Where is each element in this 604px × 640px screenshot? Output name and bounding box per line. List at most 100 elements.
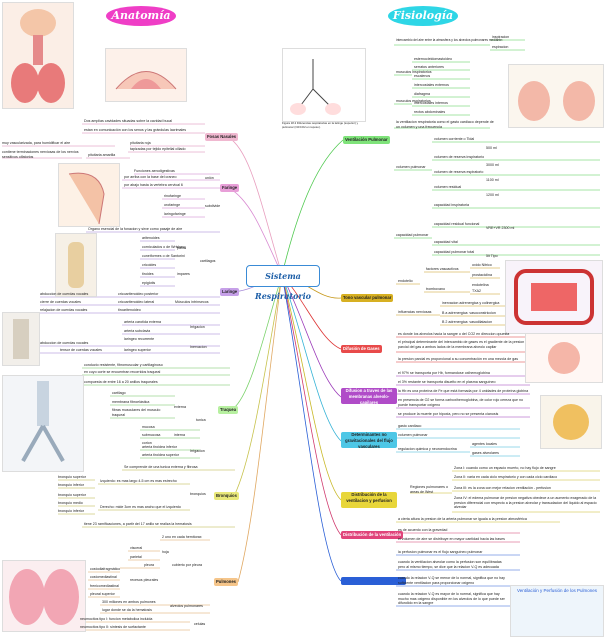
traquea-leaf: fibras musculares del musculo traqueal — [112, 408, 161, 417]
laringe-leaf: cierre de cuerdas vocales — [40, 300, 81, 304]
distribucion-leaf: Regiones pulmonares o areas de West — [410, 485, 448, 494]
node-relacion-vp[interactable]: Relación ventilación perfusión — [341, 577, 406, 585]
ventilacion-leaf: capacidad residual funcional — [434, 222, 480, 226]
faringe-leaf: por abajo hasta la vertebra cervical 6 — [124, 183, 183, 187]
laringe-leaf: aritenoides — [142, 236, 160, 240]
ventilation-perfusion-figure: Ventilación y Perfusión de los Pulmones — [510, 585, 604, 637]
traquea-leaf: arteria tiroidea superior — [142, 453, 179, 457]
node-faringe[interactable]: Faringe — [220, 184, 240, 192]
inspiration-expiration-illustration — [508, 64, 604, 128]
faringe-leaf: unión — [205, 176, 214, 180]
bronquios-leaf: Izquierdo: es mas largo 4-5 cm es mas es… — [100, 479, 177, 483]
bronquios-leaf: Se comprende de una tunica externa y fib… — [124, 465, 198, 469]
difusion-leaf: es donde los alveolos hacia la sangre o … — [398, 332, 510, 336]
respiratory-anatomy-illustration — [2, 2, 74, 109]
ventilacion-leaf: VRE+VR 2300 ml — [486, 226, 515, 230]
pulmones-leaf: lugar donde se da la hematosis — [102, 608, 152, 612]
faringe-leaf: Funciones aerodigestivas — [134, 169, 175, 173]
laringe-leaf: tiroaritenoideo — [118, 308, 141, 312]
determinantes-leaf: regulacion quimica y neuroendocrina — [398, 447, 457, 451]
distribucion-leaf: Zona IV: el edema pulmonar de presion ne… — [454, 496, 597, 509]
laringe-leaf: Irrigacion — [190, 325, 205, 329]
determinantes-leaf: gases alveolares — [472, 451, 499, 455]
node-fosas-nasales[interactable]: Fosas Nasales — [205, 133, 239, 141]
laringe-leaf: cricoaritenoideo posterior — [118, 292, 159, 296]
laringe-leaf: laringeo superior — [124, 348, 151, 352]
relacion-leaf: cuando la ventilacion alveolar como la p… — [398, 560, 502, 569]
ventilacion-leaf: capacidad pulmonar total — [434, 250, 475, 254]
traquea-leaf: cartilago — [112, 391, 126, 395]
ventilacion-leaf: 5lt Tipo — [486, 254, 498, 258]
laringe-leaf: abduccion de cuerdas vocales — [40, 292, 89, 296]
node-ventilacion-pulmonar[interactable]: Ventilación Pulmonar — [343, 136, 390, 144]
distribucion-leaf: Zona I: cuando como un espacio muerto, n… — [454, 466, 556, 470]
fosas-leaf: pituitaria amarilla — [88, 153, 116, 157]
nasal-cavity-illustration — [105, 48, 187, 102]
larynx-section-illustration — [2, 312, 40, 366]
figure-caption: Figura 18.2 Diferencias respiratorias en… — [282, 121, 359, 129]
laringe-leaf: cuneiformes o de Santorini — [142, 254, 185, 258]
ventilacion-leaf: 1200 ml — [486, 193, 499, 197]
laringe-leaf: tiroides — [142, 272, 154, 276]
traquea-leaf: mucosa — [142, 425, 155, 429]
node-laringe[interactable]: Laringe — [220, 288, 240, 296]
fosas-leaf: pituitaria roja — [130, 141, 151, 145]
laringe-leaf: cartilagos — [200, 259, 216, 263]
traquea-leaf: externa — [174, 405, 186, 409]
pulmones-leaf: neumocitos tipo I: funcion metabolica in… — [80, 617, 153, 621]
tono-leaf: inervacion adrenergica y colinergica — [442, 301, 500, 305]
ventilacion-leaf: inspiracion — [492, 35, 510, 39]
ventilacion-leaf: espiracion — [492, 45, 509, 49]
fosas-leaf: contiene terminaciones nerviosas de los … — [2, 150, 79, 159]
bronquios-leaf: bronquio inferior — [58, 483, 84, 487]
pulmones-leaf: parietal — [130, 555, 142, 559]
node-determinantes[interactable]: Determinantes no gravitacionales del flu… — [341, 432, 397, 449]
laringe-leaf: Inervacion — [190, 345, 207, 349]
faringe-leaf: laringofaringe — [164, 212, 186, 216]
node-difusion-membranas[interactable]: Difusion a traves de las membranas alveo… — [341, 388, 397, 405]
laringe-leaf: tensor de cuerdas vocales — [60, 348, 102, 352]
laringe-leaf: epiglotis — [142, 281, 156, 285]
transporte-leaf: en presencia de O2 se forma carboxihemog… — [398, 398, 524, 407]
laringe-leaf: cricoides — [142, 263, 157, 267]
fosas-leaf: estan en comunicación con los senos y la… — [84, 128, 187, 132]
determinantes-leaf: gasto cardiaco — [398, 424, 422, 428]
pulmones-leaf: pleura — [144, 563, 154, 567]
distribucion-leaf: Zona II: varia en cada ciclo respiratori… — [454, 475, 558, 479]
faringe-leaf: por arriba con la base del craneo — [124, 175, 177, 179]
central-topic[interactable]: Sistema Respiratorio — [246, 265, 320, 301]
ventilacion-leaf: capacidad inspiratoria — [434, 203, 469, 207]
node-distribucion-ventilacion[interactable]: Distribución de la ventilación — [341, 531, 404, 539]
distribucion-leaf: Zona III: es la zona con mejor relacion … — [454, 486, 551, 490]
node-distribucion-vp[interactable]: Distribución de la ventilacion y perfusi… — [341, 492, 397, 508]
tono-leaf: B 2 adrenergica: vasodilatacion — [442, 320, 493, 324]
transporte-leaf: la Hb es una proteína de Fe que está for… — [398, 389, 529, 393]
traquea-leaf: membrana fibroelástica — [112, 400, 150, 404]
ventilacion-leaf: diafragma — [414, 92, 430, 96]
tono-leaf: influencias nerviosas — [398, 310, 432, 314]
node-bronquios[interactable]: Bronquios — [214, 492, 239, 500]
ventilacion-leaf: serratos anteriores — [414, 65, 444, 69]
bronquios-leaf: bronquio superior — [58, 493, 86, 497]
traquea-leaf: corion — [142, 441, 152, 445]
tono-leaf: prostaciclina — [472, 273, 492, 277]
ventilacion-leaf: 1100 ml — [486, 178, 499, 182]
node-pulmones[interactable]: Pulmones — [214, 578, 239, 586]
relacion-leaf: la perfusion pulmonar es el flujo sanguí… — [398, 550, 483, 554]
title-anatomia: Anatomía — [106, 6, 176, 26]
ventilacion-leaf: volumen de reserva inspiratorio — [434, 155, 485, 159]
bronquios-leaf: bronquio inferior — [58, 509, 84, 513]
ventilacion-leaf: 3000 ml — [486, 163, 499, 167]
bronquios-leaf: Derecho: mide 3cm es mas ancho que el iz… — [100, 505, 181, 509]
node-difusion-gases[interactable]: Difusión de Gases — [341, 345, 382, 353]
node-traquea[interactable]: Traquea — [218, 406, 239, 414]
lungs-illustration — [2, 560, 86, 632]
traquea-leaf: tunica — [196, 418, 206, 422]
larynx-illustration — [55, 233, 97, 297]
laringe-leaf: impares — [177, 272, 190, 276]
ventilacion-leaf: escalenos — [414, 74, 431, 78]
pulmones-leaf: cubierto por pleura — [172, 563, 202, 567]
distrib-vent-leaf: el volumen de aire se distribuye en mayo… — [398, 537, 505, 541]
traquea-leaf: compuesta de entre 16 a 20 anillos traqu… — [84, 380, 158, 384]
node-tono-vascular[interactable]: Tono vascular pulmonar — [341, 294, 394, 302]
